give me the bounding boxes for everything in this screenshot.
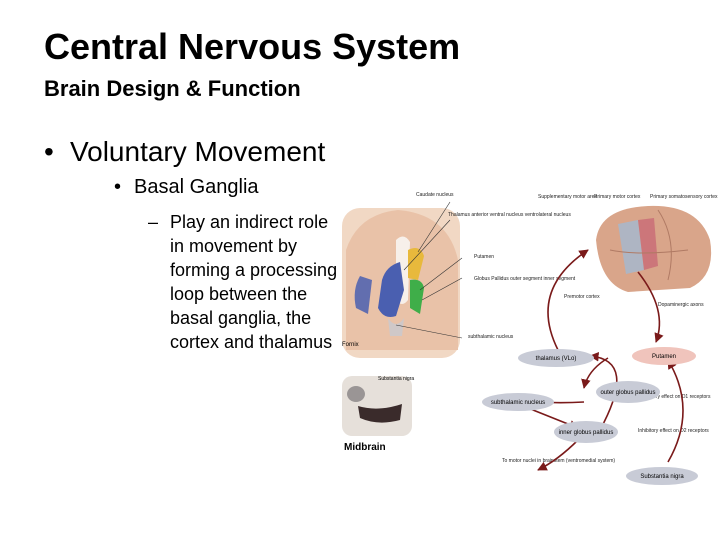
leader-lines xyxy=(395,201,463,339)
substantia-nigra-band xyxy=(358,404,402,423)
outer-gp-node-label: outer globus pallidus xyxy=(600,390,655,396)
thalamus-vn-label: Thalamus anterior ventral nucleus ventro… xyxy=(448,212,571,218)
putamen-region xyxy=(410,279,424,314)
lateral-brain-image xyxy=(596,205,712,292)
putamen-side-label: Putamen xyxy=(474,254,494,260)
primary-motor-label: Primary motor cortex xyxy=(594,194,641,200)
inner-gp-node-label: inner globus pallidus xyxy=(559,430,614,436)
supp-motor-label: Supplementary motor area xyxy=(538,194,597,200)
thalamus-node xyxy=(518,349,594,367)
flow-nodes: thalamus (VLo) Putamen subthalamic nucle… xyxy=(482,347,698,485)
subthalamic-region xyxy=(388,318,404,336)
bullet-glyph: • xyxy=(44,136,54,167)
bullet-level-3: – Play an indirect role in movement by f… xyxy=(148,210,338,354)
bullet-basal-ganglia: Basal Ganglia xyxy=(134,176,259,198)
slide-title: Central Nervous System xyxy=(44,26,461,67)
diagram-svg: Fornix Substantia nigra Midbrain Caudate… xyxy=(342,192,718,485)
midbrain-image: Substantia nigra Midbrain xyxy=(342,376,414,453)
subthalamic-node-label: subthalamic nucleus xyxy=(491,400,545,406)
dopaminergic-label: Dopaminergic axons xyxy=(658,302,704,308)
bullet-voluntary-movement: Voluntary Movement xyxy=(70,136,326,167)
subthalamic-node xyxy=(482,393,554,411)
inner-gp-node xyxy=(554,421,618,443)
substantia-node xyxy=(626,467,698,485)
globus-label: Globus Pallidus outer segment inner segm… xyxy=(474,276,576,282)
midbrain-label: Midbrain xyxy=(344,442,386,453)
thalamus-node-label: thalamus (VLo) xyxy=(536,356,577,362)
basal-ganglia-diagram: Fornix Substantia nigra Midbrain Caudate… xyxy=(338,180,720,490)
substantia-node-label: Substantia nigra xyxy=(640,474,684,480)
subthalamic-side-label: subthalamic nucleus xyxy=(468,334,514,340)
bullet-glyph: • xyxy=(114,176,122,198)
premotor-label: Premotor cortex xyxy=(564,294,600,300)
outer-gp-node xyxy=(596,381,660,403)
caudate-region xyxy=(408,248,424,280)
excitatory-label: Excitatory effect on D1 receptors xyxy=(638,394,711,400)
midbrain-ventricle xyxy=(347,386,365,402)
bullet-processing-loop: Play an indirect role in movement by for… xyxy=(170,212,338,352)
putamen-node-label: Putamen xyxy=(652,354,676,360)
somatosensory-area xyxy=(638,218,658,270)
substantia-side-label: Substantia nigra xyxy=(378,376,414,382)
somato-label: Primary somatosensory cortex xyxy=(650,194,718,200)
thalamus-region xyxy=(378,262,404,317)
motor-cortex-area xyxy=(618,220,644,274)
putamen-node xyxy=(632,347,696,365)
slide-subtitle: Brain Design & Function xyxy=(44,76,301,101)
coronal-section-image: Fornix xyxy=(342,208,460,358)
inhibitory-label: Inhibitory effect on D2 receptors xyxy=(638,428,709,434)
dash-glyph: – xyxy=(148,212,159,232)
caudate-label: Caudate nucleus xyxy=(416,192,454,198)
fornix-label: Fornix xyxy=(342,342,359,348)
bullet-level-2: • Basal Ganglia xyxy=(114,176,259,199)
bullet-level-1: • Voluntary Movement xyxy=(44,136,325,168)
tonic-label: To motor nuclei in brainstem (ventromedi… xyxy=(502,458,615,464)
thalamus-region-left xyxy=(354,276,372,314)
